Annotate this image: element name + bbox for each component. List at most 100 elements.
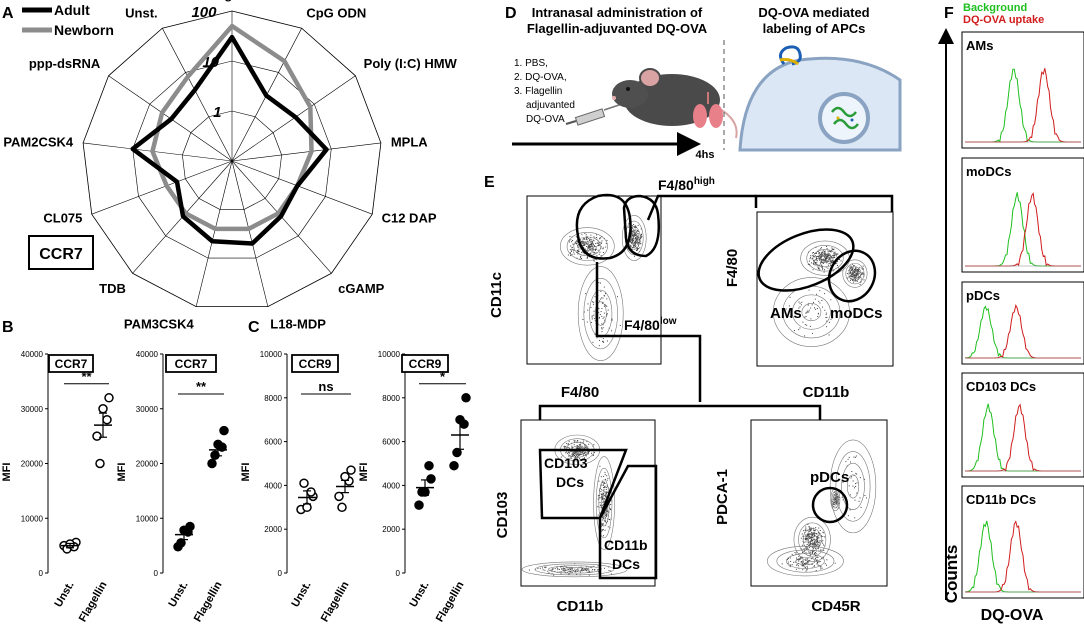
event-dot xyxy=(599,494,600,496)
event-dot xyxy=(811,258,813,260)
event-dot xyxy=(859,275,861,277)
event-dot xyxy=(821,567,823,569)
event-dot xyxy=(587,309,589,311)
event-dot xyxy=(811,532,813,534)
density-contour xyxy=(833,496,837,503)
event-dot xyxy=(823,258,824,260)
event-dot xyxy=(641,236,643,238)
event-dot xyxy=(592,239,594,241)
event-dot xyxy=(858,500,860,502)
event-dot xyxy=(862,273,864,275)
event-dot xyxy=(804,529,806,531)
event-dot xyxy=(808,551,810,553)
event-dot xyxy=(811,546,813,548)
event-dot xyxy=(617,296,618,298)
panel-letter-b: B xyxy=(2,319,14,336)
event-dot xyxy=(640,234,642,236)
event-dot xyxy=(640,236,641,238)
event-dot xyxy=(859,477,861,479)
event-dot xyxy=(606,313,608,315)
event-dot xyxy=(796,557,797,559)
event-dot xyxy=(820,549,822,551)
event-dot xyxy=(845,461,847,462)
event-dot xyxy=(606,510,607,512)
density-contour xyxy=(841,462,865,510)
event-dot xyxy=(816,257,817,259)
event-dot xyxy=(608,570,610,572)
event-dot xyxy=(604,567,605,569)
event-dot xyxy=(821,259,823,261)
event-dot xyxy=(812,541,814,543)
event-dot xyxy=(576,457,578,459)
event-dot xyxy=(833,252,835,254)
event-dot xyxy=(814,555,816,557)
event-dot xyxy=(812,543,814,544)
y-tick-label: 20000 xyxy=(136,460,159,469)
event-dot xyxy=(819,290,821,292)
y-tick-label: 20000 xyxy=(21,460,44,469)
event-dot xyxy=(822,262,824,264)
dotplot-b-right: 010000200003000040000MFICCR7**Unst.Flage… xyxy=(116,350,229,624)
event-dot xyxy=(808,311,810,313)
event-dot xyxy=(596,238,598,240)
event-dot xyxy=(805,552,807,554)
event-dot xyxy=(566,443,568,445)
event-dot xyxy=(576,569,578,571)
event-dot xyxy=(811,252,813,254)
event-dot xyxy=(831,262,833,264)
event-dot xyxy=(819,257,821,259)
event-dot xyxy=(798,555,800,557)
event-dot xyxy=(816,537,818,539)
step-line: adjuvanted xyxy=(526,100,575,111)
radar-outer-ring xyxy=(82,10,382,308)
radar-category-label: TDB xyxy=(99,281,126,296)
event-dot xyxy=(578,446,580,448)
event-dot xyxy=(842,481,844,483)
event-dot xyxy=(582,241,584,242)
event-dot xyxy=(637,237,639,239)
event-dot xyxy=(789,296,791,298)
event-dot xyxy=(821,262,823,264)
event-dot xyxy=(606,475,608,477)
event-dot xyxy=(805,535,807,537)
event-dot xyxy=(580,458,582,460)
radar-series-newborn xyxy=(150,23,314,232)
event-dot xyxy=(805,538,807,540)
density-contour xyxy=(577,266,624,361)
event-dot xyxy=(570,245,572,247)
event-dot xyxy=(802,535,804,537)
event-dot xyxy=(590,307,592,309)
dot-plots: 010000200003000040000MFICCR7**Unst.Flage… xyxy=(1,350,471,624)
event-dot xyxy=(591,243,593,245)
event-dot xyxy=(602,485,604,486)
event-dot xyxy=(604,474,606,476)
event-dot xyxy=(606,298,608,300)
event-dot xyxy=(603,498,605,499)
event-dot xyxy=(607,477,609,479)
event-dot xyxy=(601,525,602,527)
density-contour xyxy=(559,227,615,266)
event-dot xyxy=(808,545,810,547)
event-dot xyxy=(592,242,594,244)
event-dot xyxy=(594,296,596,298)
event-dot xyxy=(575,456,576,458)
event-dot xyxy=(608,566,610,568)
event-dot xyxy=(586,441,588,443)
event-dot xyxy=(581,452,583,454)
radar-category-label: cGAMP xyxy=(338,281,385,296)
event-dot xyxy=(603,312,605,314)
event-dot xyxy=(604,295,606,297)
event-dot xyxy=(640,237,642,238)
event-dot xyxy=(587,448,589,450)
event-dot xyxy=(811,558,813,560)
event-dot xyxy=(832,261,834,263)
event-dot xyxy=(594,252,596,254)
event-dot xyxy=(810,535,812,537)
event-dot xyxy=(637,242,639,244)
event-dot xyxy=(851,263,853,265)
event-dot xyxy=(804,550,806,552)
event-dot xyxy=(578,246,580,248)
event-dot xyxy=(861,274,862,275)
